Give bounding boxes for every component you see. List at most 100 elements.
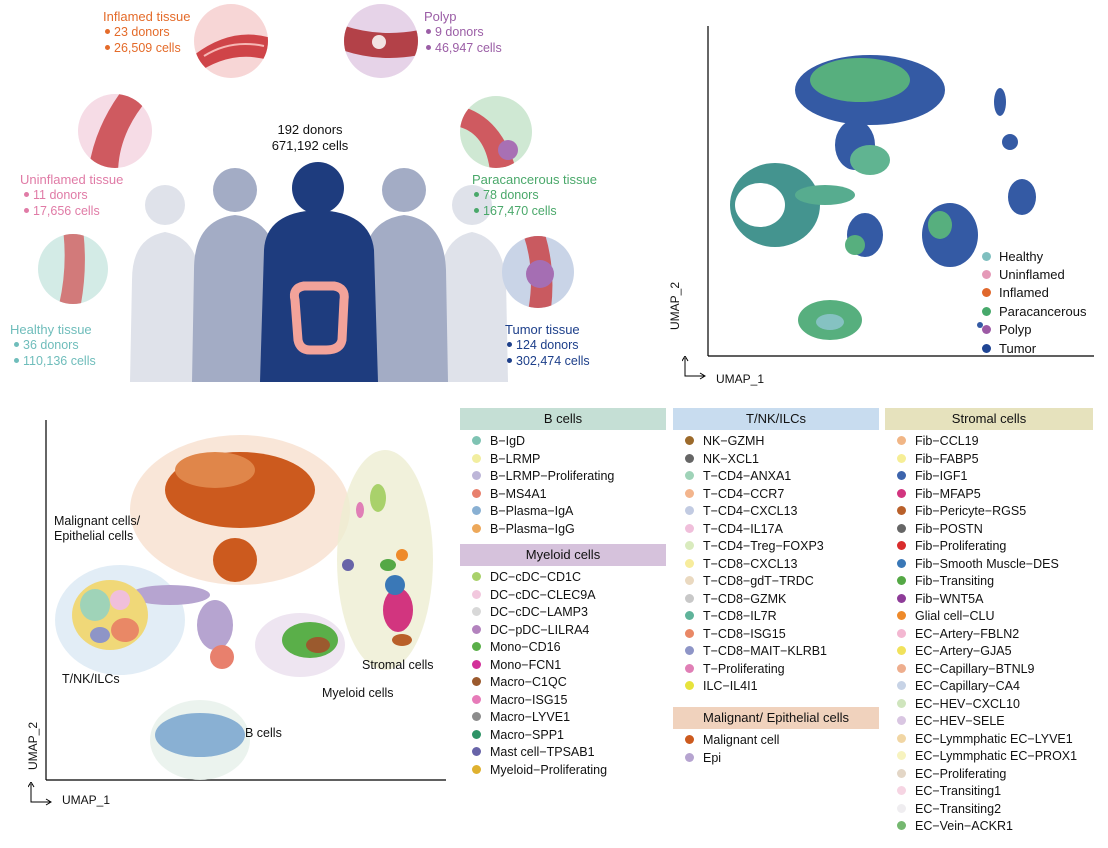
donor-silhouettes <box>130 162 508 382</box>
legend-swatch <box>897 471 906 481</box>
legend-item-t-cd4-cxcl13: T−CD4−CXCL13 <box>685 503 798 520</box>
legend-item-t-cd8-mait-klrb1: T−CD8−MAIT−KLRB1 <box>685 643 827 660</box>
legend-item-t-cd4-ccr7: T−CD4−CCR7 <box>685 486 784 503</box>
umap-tissue-plot <box>707 26 1094 357</box>
legend-swatch <box>685 488 694 498</box>
legend-swatch <box>472 712 481 722</box>
umap-celltype-plot <box>45 420 446 781</box>
legend-swatch <box>472 453 481 463</box>
legend-swatch <box>472 488 481 498</box>
cluster-label-stromal: Stromal cells <box>362 658 434 672</box>
legend-item-macro-lyve1: Macro−LYVE1 <box>472 709 570 726</box>
legend-swatch <box>685 735 694 745</box>
legend-swatch <box>685 628 694 638</box>
legend-item-ec-capillary-btnl9: EC−Capillary−BTNL9 <box>897 661 1035 678</box>
total-cells: 671,192 cells <box>271 138 349 153</box>
axis-arrows-bottom <box>28 782 52 806</box>
legend-swatch <box>897 698 906 708</box>
legend-item-ilc-il4i1: ILC−IL4I1 <box>685 678 758 695</box>
legend-swatch <box>472 523 481 533</box>
legend-group-stromal-cells: Stromal cells <box>885 408 1093 430</box>
legend-item-paracancerous: Paracancerous <box>982 303 1086 320</box>
tissue-label-paracancerous: Paracancerous tissue 78 donors 167,470 c… <box>472 172 598 218</box>
legend-item-mast-cell-tpsab1: Mast cell−TPSAB1 <box>472 744 595 761</box>
tissue-label-tumor: Tumor tissue 124 donors 302,474 cells <box>505 322 590 368</box>
legend-swatch <box>897 786 906 796</box>
polyp-illustration <box>344 4 418 78</box>
umap-bottom-x-label: UMAP_1 <box>62 793 111 807</box>
legend-swatch <box>897 611 906 621</box>
legend-item-b-ms4a1: B−MS4A1 <box>472 486 547 503</box>
legend-swatch <box>472 607 481 617</box>
legend-item-myeloid-proliferating: Myeloid−Proliferating <box>472 762 607 779</box>
legend-item-t-cd4-il17a: T−CD4−IL17A <box>685 521 783 538</box>
legend-swatch <box>472 506 481 516</box>
total-summary: 192 donors 671,192 cells <box>250 122 370 154</box>
legend-swatch <box>897 681 906 691</box>
legend-item-fib-transiting: Fib−Transiting <box>897 573 994 590</box>
legend-item-ec-transiting1: EC−Transiting1 <box>897 783 1001 800</box>
legend-item-nk-xcl1: NK−XCL1 <box>685 451 759 468</box>
legend-swatch <box>685 611 694 621</box>
legend-item-macro-spp1: Macro−SPP1 <box>472 727 564 744</box>
legend-group-b-cells: B cells <box>460 408 666 430</box>
legend-group-myeloid-cells: Myeloid cells <box>460 544 666 566</box>
legend-swatch <box>472 589 481 599</box>
legend-swatch <box>685 752 694 762</box>
tissue-label-polyp: Polyp 9 donors 46,947 cells <box>424 9 502 55</box>
legend-swatch <box>472 642 481 652</box>
legend-swatch <box>897 558 906 568</box>
legend-swatch <box>897 733 906 743</box>
legend-item-ec-vein-ackr1: EC−Vein−ACKR1 <box>897 818 1013 835</box>
legend-item-healthy: Healthy <box>982 248 1043 265</box>
legend-swatch <box>685 523 694 533</box>
legend-swatch <box>897 593 906 603</box>
legend-swatch <box>472 677 481 687</box>
sample-overview-panel: 192 donors 671,192 cells Inflamed tissue… <box>0 0 640 390</box>
legend-swatch <box>897 751 906 761</box>
legend-swatch <box>685 436 694 446</box>
legend-item-ec-capillary-ca4: EC−Capillary−CA4 <box>897 678 1020 695</box>
legend-item-fib-mfap5: Fib−MFAP5 <box>897 486 981 503</box>
legend-swatch <box>897 436 906 446</box>
legend-swatch <box>472 659 481 669</box>
legend-item-fib-pericyte-rgs5: Fib−Pericyte−RGS5 <box>897 503 1026 520</box>
legend-item-t-cd8-isg15: T−CD8−ISG15 <box>685 626 786 643</box>
legend-item-dc-cdc-clec9a: DC−cDC−CLEC9A <box>472 587 596 604</box>
legend-item-mono-fcn1: Mono−FCN1 <box>472 657 561 674</box>
legend-swatch <box>897 488 906 498</box>
legend-item-fib-postn: Fib−POSTN <box>897 521 983 538</box>
legend-item-epi: Epi <box>685 750 721 767</box>
legend-swatch <box>897 506 906 516</box>
legend-item-dc-cdc-cd1c: DC−cDC−CD1C <box>472 569 581 586</box>
legend-item-glial-cell-clu: Glial cell−CLU <box>897 608 995 625</box>
paracancerous-tissue-illustration <box>460 96 532 168</box>
tumor-tissue-illustration <box>502 236 574 308</box>
legend-swatch <box>897 803 906 813</box>
legend-swatch <box>685 453 694 463</box>
legend-swatch <box>897 576 906 586</box>
legend-group-t-nk-ilcs: T/NK/ILCs <box>673 408 879 430</box>
legend-swatch <box>472 572 481 582</box>
legend-swatch <box>897 663 906 673</box>
legend-item-inflamed: Inflamed <box>982 284 1049 301</box>
legend-item-fib-igf1: Fib−IGF1 <box>897 468 967 485</box>
legend-item-fib-fabp5: Fib−FABP5 <box>897 451 979 468</box>
legend-item-b-igd: B−IgD <box>472 433 525 450</box>
legend-swatch <box>685 646 694 656</box>
axis-arrows-top <box>682 356 706 380</box>
tissue-label-uninflamed: Uninflamed tissue 11 donors 17,656 cells <box>20 172 124 218</box>
legend-item-ec-hev-sele: EC−HEV−SELE <box>897 713 1005 730</box>
legend-swatch <box>472 471 481 481</box>
legend-item-b-plasma-igg: B−Plasma−IgG <box>472 521 575 538</box>
umap-top-y-label: UMAP_2 <box>668 281 682 330</box>
tissue-label-healthy: Healthy tissue 36 donors 110,136 cells <box>10 322 96 368</box>
legend-swatch <box>897 768 906 778</box>
legend-swatch <box>897 541 906 551</box>
legend-item-mono-cd16: Mono−CD16 <box>472 639 561 656</box>
legend-item-b-lrmp: B−LRMP <box>472 451 540 468</box>
legend-swatch <box>685 506 694 516</box>
legend-swatch <box>897 453 906 463</box>
cluster-label-malignant: Malignant cells/ Epithelial cells <box>54 514 141 543</box>
legend-swatch <box>685 471 694 481</box>
